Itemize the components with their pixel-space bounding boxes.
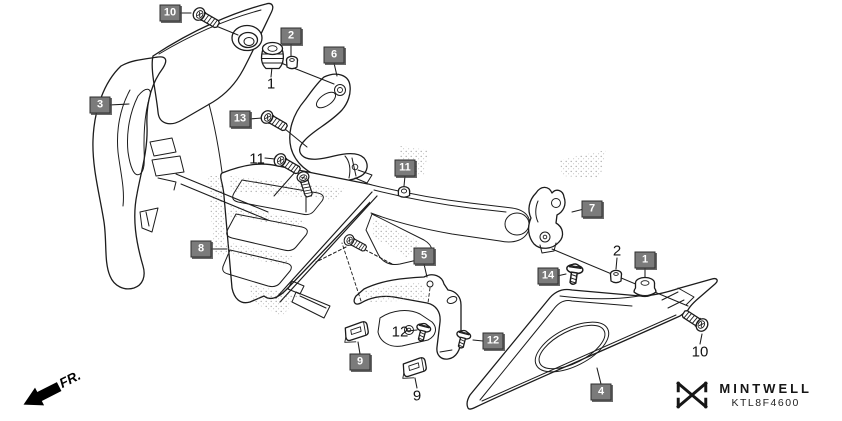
fr-direction-arrow-icon: FR. bbox=[23, 368, 83, 406]
clip-nut-9-left bbox=[341, 320, 371, 345]
screw-8-flange bbox=[341, 232, 369, 255]
clip-nut-9-right bbox=[399, 356, 429, 381]
brand-watermark: MINTWELL KTL8F4600 bbox=[674, 377, 812, 413]
callout-2[interactable]: 2 bbox=[280, 27, 302, 45]
screw-13 bbox=[258, 107, 290, 135]
part-upper-panel bbox=[151, 2, 274, 173]
fr-label: FR. bbox=[57, 368, 83, 391]
label-10: 10 bbox=[691, 343, 709, 361]
part-4-lower-cowl bbox=[466, 277, 718, 410]
part-3-side-cowl bbox=[92, 56, 185, 290]
callout-1[interactable]: 1 bbox=[634, 251, 656, 269]
callout-13[interactable]: 13 bbox=[229, 110, 251, 128]
callout-5[interactable]: 5 bbox=[413, 247, 435, 265]
callout-11[interactable]: 11 bbox=[394, 159, 416, 177]
label-1: 1 bbox=[266, 75, 276, 93]
label-9: 9 bbox=[412, 387, 422, 405]
screw-10-right bbox=[679, 306, 711, 335]
callout-9[interactable]: 9 bbox=[349, 353, 371, 371]
callout-8[interactable]: 8 bbox=[190, 240, 212, 258]
brand-name: MINTWELL bbox=[719, 381, 812, 396]
callout-12[interactable]: 12 bbox=[482, 332, 504, 350]
bushing-1-top bbox=[260, 41, 284, 70]
label-11: 11 bbox=[249, 150, 265, 168]
collar-2-right bbox=[609, 269, 623, 284]
nut-11 bbox=[397, 185, 411, 198]
callout-6[interactable]: 6 bbox=[323, 46, 345, 64]
drawing-code: KTL8F4600 bbox=[731, 397, 800, 409]
part-7-bracket bbox=[527, 186, 566, 254]
collar-2-top bbox=[285, 55, 299, 70]
callout-4[interactable]: 4 bbox=[590, 383, 612, 401]
grommet-damper bbox=[231, 24, 263, 52]
stipple-shading bbox=[208, 146, 606, 316]
screw-10-top bbox=[190, 4, 222, 32]
callout-14[interactable]: 14 bbox=[537, 267, 559, 285]
label-12: 12 bbox=[391, 323, 409, 341]
part-6-duct-bracket bbox=[289, 73, 373, 184]
callout-7[interactable]: 7 bbox=[581, 200, 603, 218]
callout-3[interactable]: 3 bbox=[89, 96, 111, 114]
label-2: 2 bbox=[612, 242, 622, 260]
grommet-1-right bbox=[633, 276, 657, 298]
screw-14 bbox=[564, 262, 585, 287]
callout-10[interactable]: 10 bbox=[159, 4, 181, 22]
brand-logo-icon bbox=[676, 381, 709, 409]
